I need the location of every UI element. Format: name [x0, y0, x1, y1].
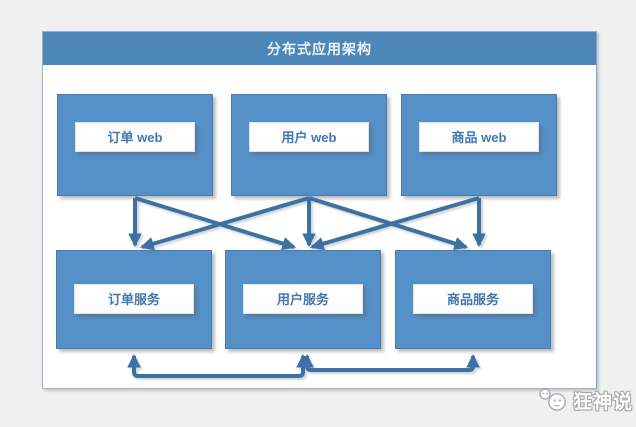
node-order-service: 订单服务: [56, 250, 212, 349]
node-order-web-label: 订单 web: [75, 122, 195, 152]
node-product-service-label: 商品服务: [413, 284, 533, 314]
arrow-product-web-to-user-service: [310, 196, 480, 251]
architecture-diagram-panel: 分布式应用架构 订单 web 用户 web 商品 web 订单服务 用户服务 商…: [42, 31, 597, 389]
arrow-user-web-to-product-service: [308, 196, 468, 251]
arrow-user-web-to-order-service: [140, 196, 310, 251]
diagram-canvas: 订单 web 用户 web 商品 web 订单服务 用户服务 商品服务: [43, 32, 596, 388]
node-product-service: 商品服务: [395, 250, 551, 349]
node-user-web-label: 用户 web: [249, 122, 369, 152]
kuangshen-logo-icon: [539, 388, 566, 411]
node-user-service: 用户服务: [225, 250, 381, 349]
node-order-service-label: 订单服务: [74, 284, 194, 314]
arrow-order-web-to-user-service: [134, 196, 296, 251]
node-product-web-label: 商品 web: [419, 122, 539, 152]
node-user-service-label: 用户服务: [243, 284, 363, 314]
arrow-user-service-product-service-bus: [300, 353, 480, 372]
node-user-web: 用户 web: [231, 94, 387, 196]
watermark-text: 狂神说: [572, 391, 633, 413]
node-product-web: 商品 web: [401, 94, 557, 196]
node-order-web: 订单 web: [57, 94, 213, 196]
arrow-order-service-user-service-bus: [127, 353, 310, 378]
diagram-title: 分布式应用架构: [43, 32, 596, 65]
watermark: 狂神说: [536, 385, 633, 415]
